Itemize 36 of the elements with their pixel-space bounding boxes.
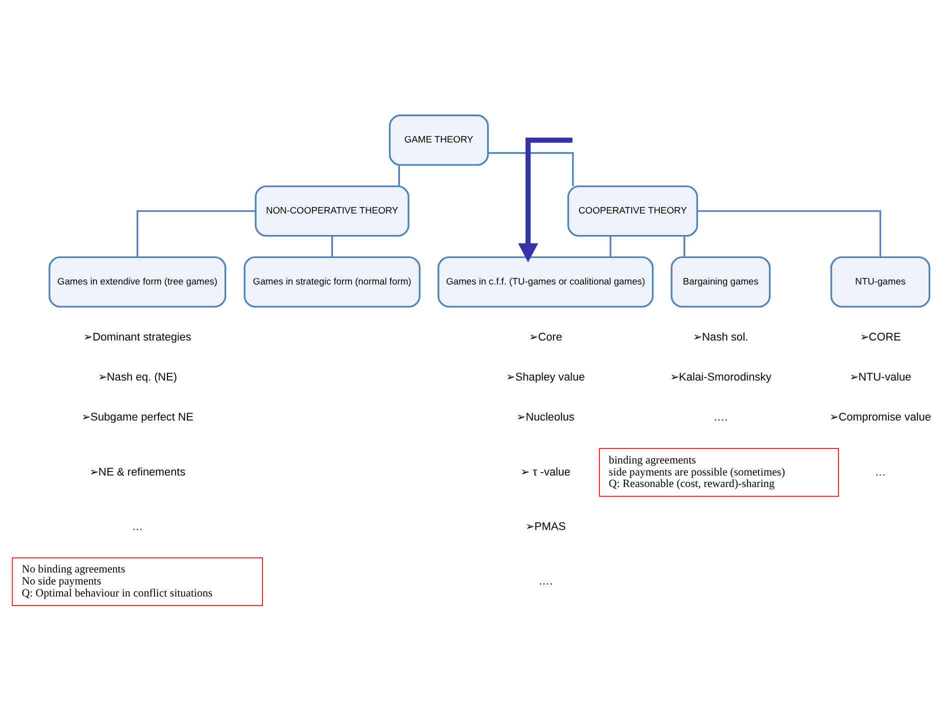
node-box: COOPERATIVE THEORY: [567, 185, 698, 237]
node-box: binding agreements side payments are possible (sometimes) Q: Reasonable (cost, reward)-sharing: [598, 448, 839, 497]
connector: [136, 210, 256, 258]
label: ➢NTU-value: [849, 371, 912, 384]
label: ….: [538, 576, 553, 588]
connector: [610, 236, 612, 258]
node-box: Games in c.f.f. (TU-games or coalitional games): [438, 256, 654, 308]
connector: [697, 210, 882, 258]
label: …: [132, 520, 143, 533]
node-box: Games in strategic form (normal form): [244, 256, 420, 308]
label: ➢NE & refinements: [89, 466, 186, 478]
label: ➢CORE: [860, 331, 901, 344]
label: ➢Kalai-Smorodinsky: [670, 371, 772, 384]
label: ➢Nucleolus: [516, 412, 574, 424]
label: ….: [714, 412, 728, 424]
label: ➢Nash sol.: [693, 331, 748, 344]
label: ➢Shapley value: [506, 371, 585, 384]
label: ➢Compromise value: [830, 412, 932, 424]
label: ➢Core: [529, 331, 562, 344]
arrow: [518, 138, 572, 262]
label: ➢Dominant strategies: [84, 331, 192, 344]
connector: [488, 152, 574, 186]
connector: [331, 236, 333, 258]
label: ➢PMAS: [525, 520, 566, 533]
node-box: Games in extendive form (tree games): [48, 256, 226, 308]
connector: [684, 236, 686, 258]
node-box: NTU-games: [830, 256, 930, 308]
label: ➢ τ -value: [520, 466, 570, 478]
node-box: No binding agreements No side payments Q: Optimal behaviour in conflict situations: [12, 557, 263, 606]
label: ➢Nash eq. (NE): [98, 371, 178, 384]
node-box: GAME THEORY: [388, 114, 489, 166]
node-box: NON-COOPERATIVE THEORY: [254, 185, 410, 237]
label: …: [874, 466, 886, 478]
label: ➢Subgame perfect NE: [81, 412, 194, 424]
node-box: Bargaining games: [670, 256, 771, 308]
connector: [398, 164, 400, 186]
